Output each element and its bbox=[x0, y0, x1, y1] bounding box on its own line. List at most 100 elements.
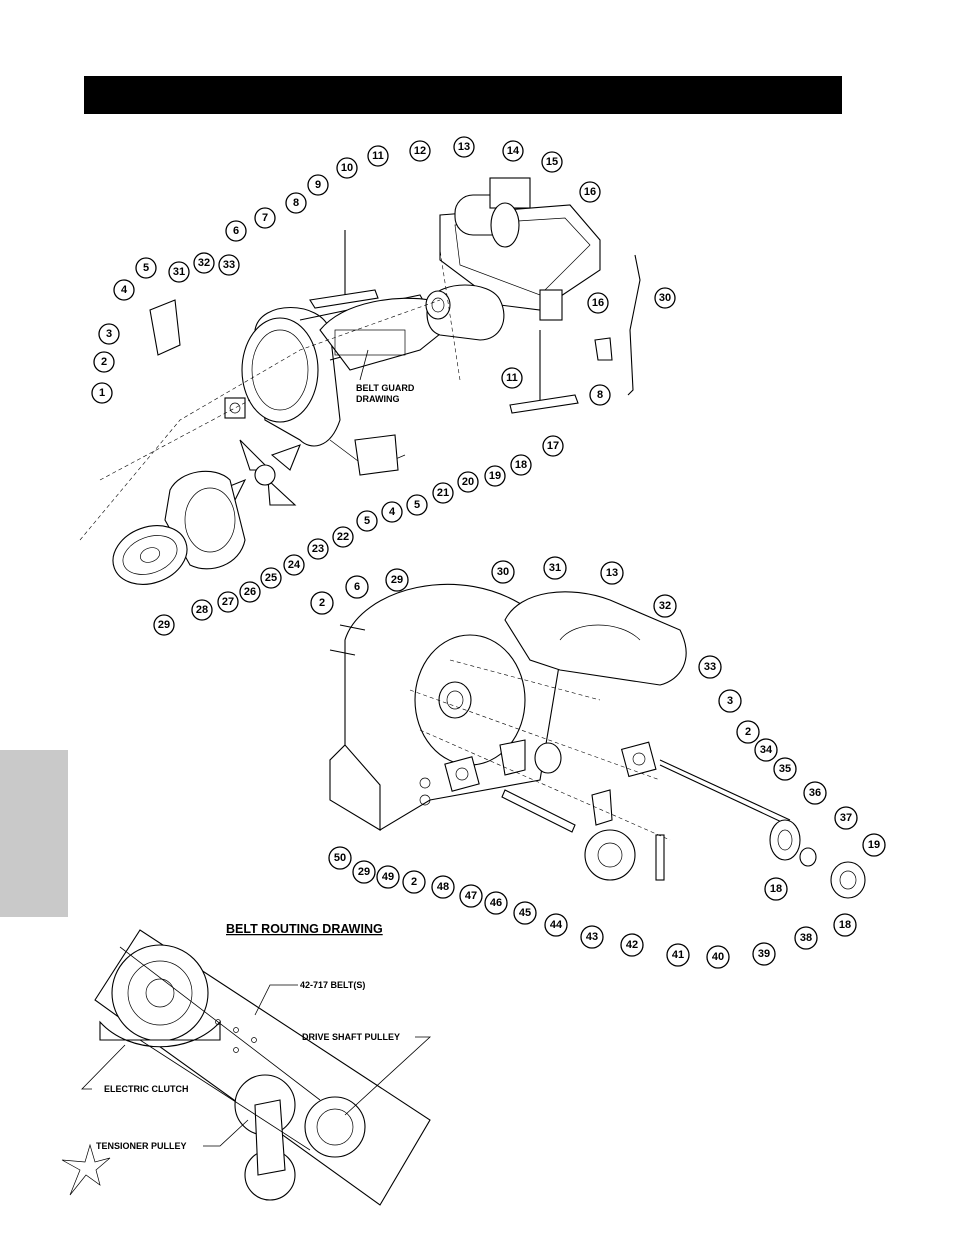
callout-circle bbox=[600, 561, 624, 585]
callout-number: 14 bbox=[507, 145, 520, 157]
callout-number: 32 bbox=[198, 257, 210, 269]
callout-number: 34 bbox=[760, 744, 773, 756]
callout-circle bbox=[580, 925, 604, 949]
callout-circle bbox=[484, 465, 506, 487]
callout-circle bbox=[544, 913, 568, 937]
callout-number: 2 bbox=[319, 597, 325, 609]
callout-number: 19 bbox=[489, 470, 501, 482]
bottom-callout-31: 31 bbox=[543, 556, 567, 580]
callout-number: 35 bbox=[779, 763, 791, 775]
bottom-callout-18: 18 bbox=[764, 877, 788, 901]
callout-circle bbox=[356, 510, 378, 532]
callout-circle bbox=[168, 261, 190, 283]
callout-number: 4 bbox=[389, 506, 396, 518]
callout-number: 2 bbox=[101, 356, 107, 368]
bottom-callout-13: 13 bbox=[600, 561, 624, 585]
top-callout-5: 5 bbox=[406, 494, 428, 516]
callout-circle bbox=[803, 781, 827, 805]
callout-circle bbox=[666, 943, 690, 967]
callout-circle bbox=[193, 252, 215, 274]
callout-number: 21 bbox=[437, 487, 449, 499]
callout-circle bbox=[310, 591, 334, 615]
top-callout-21: 21 bbox=[432, 482, 454, 504]
callout-number: 48 bbox=[437, 881, 449, 893]
callout-number: 28 bbox=[196, 604, 208, 616]
callout-circle bbox=[432, 482, 454, 504]
belt-guard-drawing-label: DRAWING bbox=[356, 394, 400, 404]
belt-top bbox=[425, 284, 505, 341]
callout-circle bbox=[457, 471, 479, 493]
bottom-callout-3: 3 bbox=[718, 689, 742, 713]
bottom-callout-30: 30 bbox=[491, 560, 515, 584]
cover-bottom bbox=[504, 591, 687, 686]
callout-circle bbox=[352, 860, 376, 884]
callout-number: 46 bbox=[490, 897, 502, 909]
callout-number: 7 bbox=[262, 212, 268, 224]
top-callout-17: 17 bbox=[542, 435, 564, 457]
callout-circle bbox=[307, 538, 329, 560]
callout-number: 2 bbox=[411, 876, 417, 888]
callout-number: 27 bbox=[222, 596, 234, 608]
callout-circle bbox=[587, 292, 609, 314]
side-tab bbox=[0, 750, 68, 917]
callout-number: 10 bbox=[341, 162, 353, 174]
bottom-callout-39: 39 bbox=[752, 942, 776, 966]
callout-number: 17 bbox=[547, 440, 559, 452]
top-callout-6: 6 bbox=[225, 220, 247, 242]
callout-circle bbox=[345, 575, 369, 599]
callout-number: 18 bbox=[515, 459, 527, 471]
top-callout-5: 5 bbox=[356, 510, 378, 532]
callout-number: 43 bbox=[586, 931, 598, 943]
top-callout-1: 1 bbox=[91, 382, 113, 404]
callout-number: 30 bbox=[659, 292, 671, 304]
callout-circle bbox=[376, 865, 400, 889]
callout-circle bbox=[543, 556, 567, 580]
bottom-callout-37: 37 bbox=[834, 806, 858, 830]
callout-number: 38 bbox=[800, 932, 812, 944]
callout-number: 1 bbox=[99, 387, 105, 399]
bottom-callout-49: 49 bbox=[376, 865, 400, 889]
callout-number: 39 bbox=[758, 948, 770, 960]
bottom-callout-32: 32 bbox=[653, 594, 677, 618]
bottom-callout-50: 50 bbox=[328, 846, 352, 870]
tensioner-pulley-label: TENSIONER PULLEY bbox=[96, 1141, 187, 1151]
bottom-callout-36: 36 bbox=[803, 781, 827, 805]
top-callout-28: 28 bbox=[191, 599, 213, 621]
callout-circle bbox=[589, 384, 611, 406]
callout-number: 32 bbox=[659, 600, 671, 612]
callout-number: 33 bbox=[704, 661, 716, 673]
callout-number: 37 bbox=[840, 812, 852, 824]
callout-number: 11 bbox=[372, 150, 384, 162]
callout-number: 13 bbox=[458, 141, 470, 153]
callout-circle bbox=[579, 181, 601, 203]
callout-circle bbox=[218, 254, 240, 276]
bottom-callout-2: 2 bbox=[402, 870, 426, 894]
callout-number: 31 bbox=[173, 266, 185, 278]
callout-circle bbox=[736, 720, 760, 744]
callout-number: 4 bbox=[121, 284, 128, 296]
callout-circle bbox=[98, 323, 120, 345]
callout-number: 18 bbox=[839, 919, 851, 931]
top-callout-23: 23 bbox=[307, 538, 329, 560]
callout-number: 33 bbox=[223, 259, 235, 271]
top-callout-19: 19 bbox=[484, 465, 506, 487]
bottom-callout-2: 2 bbox=[310, 591, 334, 615]
callout-number: 47 bbox=[465, 890, 477, 902]
callout-circle bbox=[336, 157, 358, 179]
top-callout-27: 27 bbox=[217, 591, 239, 613]
callout-number: 9 bbox=[315, 179, 321, 191]
callout-circle bbox=[620, 933, 644, 957]
callout-circle bbox=[307, 174, 329, 196]
bottom-callout-45: 45 bbox=[513, 901, 537, 925]
belt-label: 42-717 BELT(S) bbox=[300, 980, 365, 990]
bottom-callout-29: 29 bbox=[352, 860, 376, 884]
callout-circle bbox=[332, 526, 354, 548]
top-callout-7: 7 bbox=[254, 207, 276, 229]
callout-number: 18 bbox=[770, 883, 782, 895]
top-callout-2: 2 bbox=[93, 351, 115, 373]
top-callout-30: 30 bbox=[654, 287, 676, 309]
callout-number: 42 bbox=[626, 939, 638, 951]
callout-circle bbox=[752, 942, 776, 966]
callout-number: 29 bbox=[158, 619, 170, 631]
callout-number: 40 bbox=[712, 951, 724, 963]
